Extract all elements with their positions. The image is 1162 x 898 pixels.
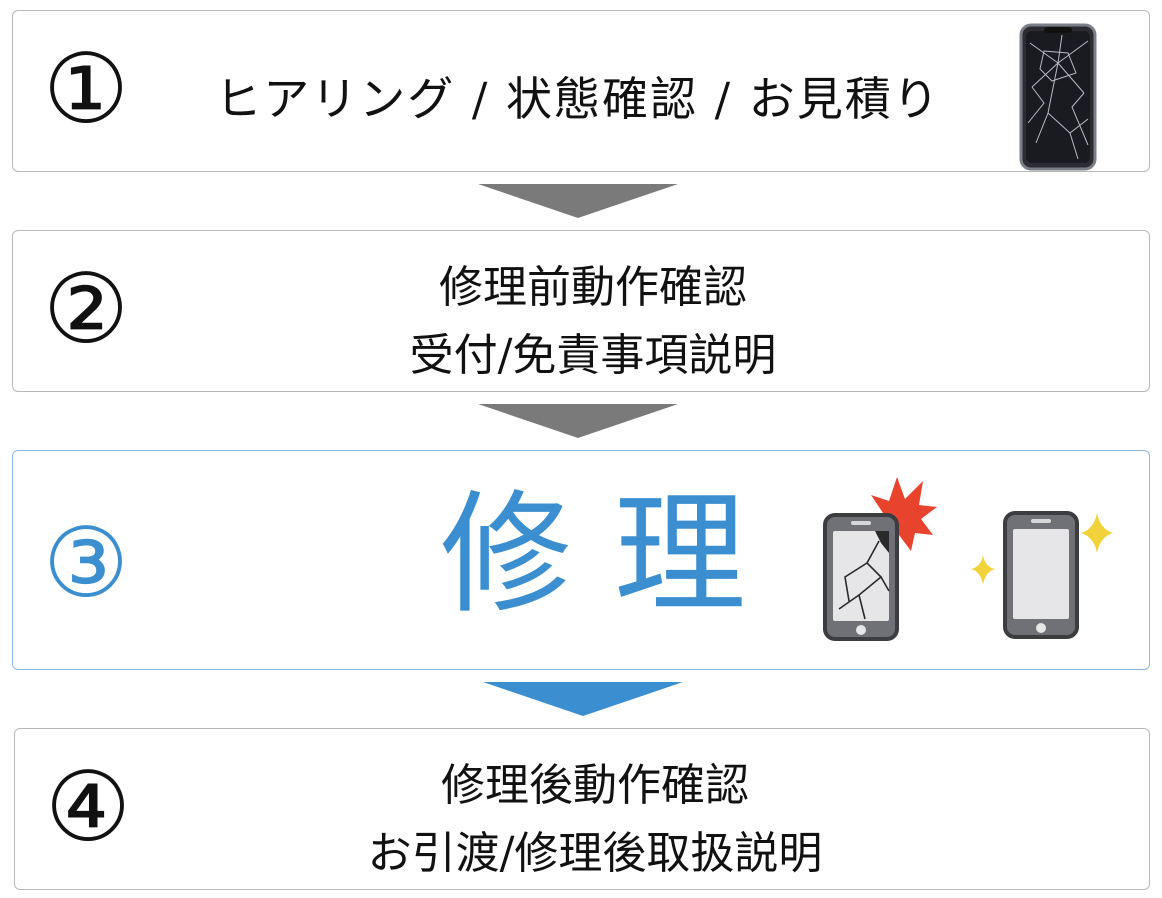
step-3-number: ③	[43, 507, 130, 619]
step-2-label-line-2: 受付/免責事項説明	[409, 330, 777, 381]
step-2-number: ②	[43, 253, 130, 365]
step-4-label-line-2: お引渡/修理後取扱説明	[367, 828, 823, 879]
step-3-box: ③ 修 理	[12, 450, 1150, 670]
arrow-down-2	[478, 404, 678, 438]
arrow-down-3	[483, 682, 683, 716]
cracked-smartphone-icon	[1019, 23, 1097, 171]
step-1-label: ヒアリング / 状態確認 / お見積り	[215, 72, 941, 126]
step-1-box: ① ヒアリング / 状態確認 / お見積り	[12, 10, 1150, 172]
broken-phone-icon	[823, 477, 937, 641]
step-3-label: 修 理	[440, 478, 746, 632]
step-4-number: ④	[45, 751, 132, 863]
step-1-number: ①	[43, 33, 130, 145]
repaired-phone-icon	[971, 511, 1113, 639]
step-2-box: ② 修理前動作確認 受付/免責事項説明	[12, 230, 1150, 392]
step-4-label-line-1: 修理後動作確認	[441, 760, 749, 811]
arrow-down-1	[478, 184, 678, 218]
step-2-label-line-1: 修理前動作確認	[439, 262, 747, 313]
step-4-box: ④ 修理後動作確認 お引渡/修理後取扱説明	[14, 728, 1150, 890]
